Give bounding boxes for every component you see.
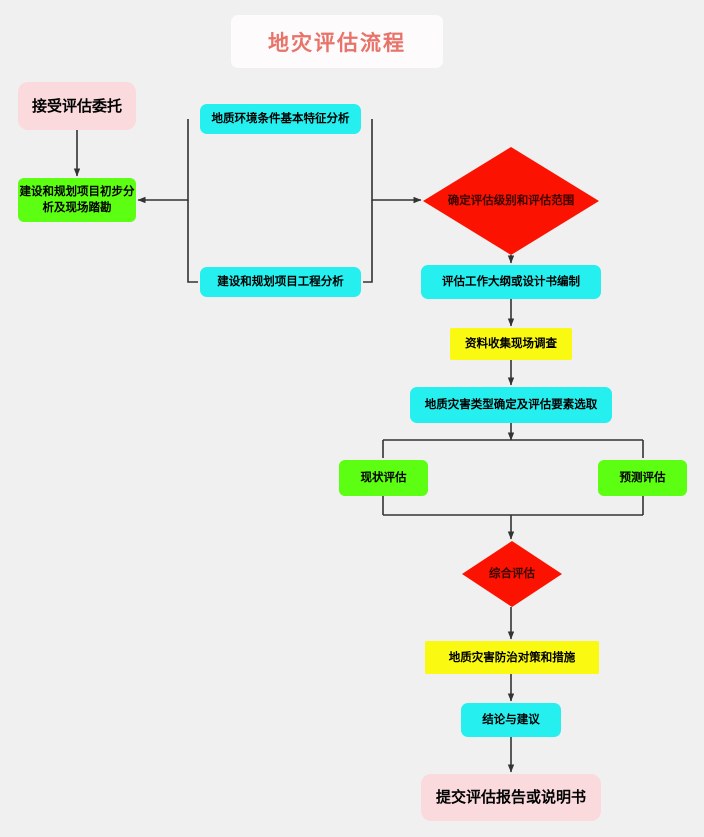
node-submit-assessment-report[interactable]: 提交评估报告或说明书 <box>421 774 601 821</box>
edge-n3-n2 <box>137 119 189 204</box>
node-comprehensive-assessment[interactable]: 综合评估 <box>462 541 562 607</box>
node-label: 确定评估级别和评估范围 <box>447 193 575 208</box>
node-determine-assessment-level-and-scope[interactable]: 确定评估级别和评估范围 <box>423 147 599 255</box>
edge-n4-bracket-right <box>363 200 373 283</box>
node-hazard-prevention-measures[interactable]: 地质灾害防治对策和措施 <box>425 641 599 674</box>
node-predictive-assessment[interactable]: 预测评估 <box>598 460 687 496</box>
node-preliminary-analysis-and-site-survey[interactable]: 建设和规划项目初步分析及现场踏勘 <box>18 178 136 222</box>
node-hazard-type-determination-and-factor-selection[interactable]: 地质灾害类型确定及评估要素选取 <box>410 387 612 423</box>
edge-n4-bracket-left <box>187 200 198 283</box>
node-data-collection-field-investigation[interactable]: 资料收集现场调查 <box>450 328 572 360</box>
node-current-status-assessment[interactable]: 现状评估 <box>339 460 428 496</box>
node-conclusions-and-recommendations[interactable]: 结论与建议 <box>461 703 561 737</box>
node-construction-planning-project-engineering-analysis[interactable]: 建设和规划项目工程分析 <box>200 267 361 297</box>
node-geological-environment-characteristics-analysis[interactable]: 地质环境条件基本特征分析 <box>200 104 361 134</box>
node-accept-assessment-commission[interactable]: 接受评估委托 <box>18 82 136 130</box>
node-assessment-outline-or-design-document[interactable]: 评估工作大纲或设计书编制 <box>421 265 601 299</box>
page-title: 地灾评估流程 <box>231 15 443 68</box>
edge-n3-n5 <box>371 119 422 204</box>
node-label: 综合评估 <box>489 566 535 581</box>
